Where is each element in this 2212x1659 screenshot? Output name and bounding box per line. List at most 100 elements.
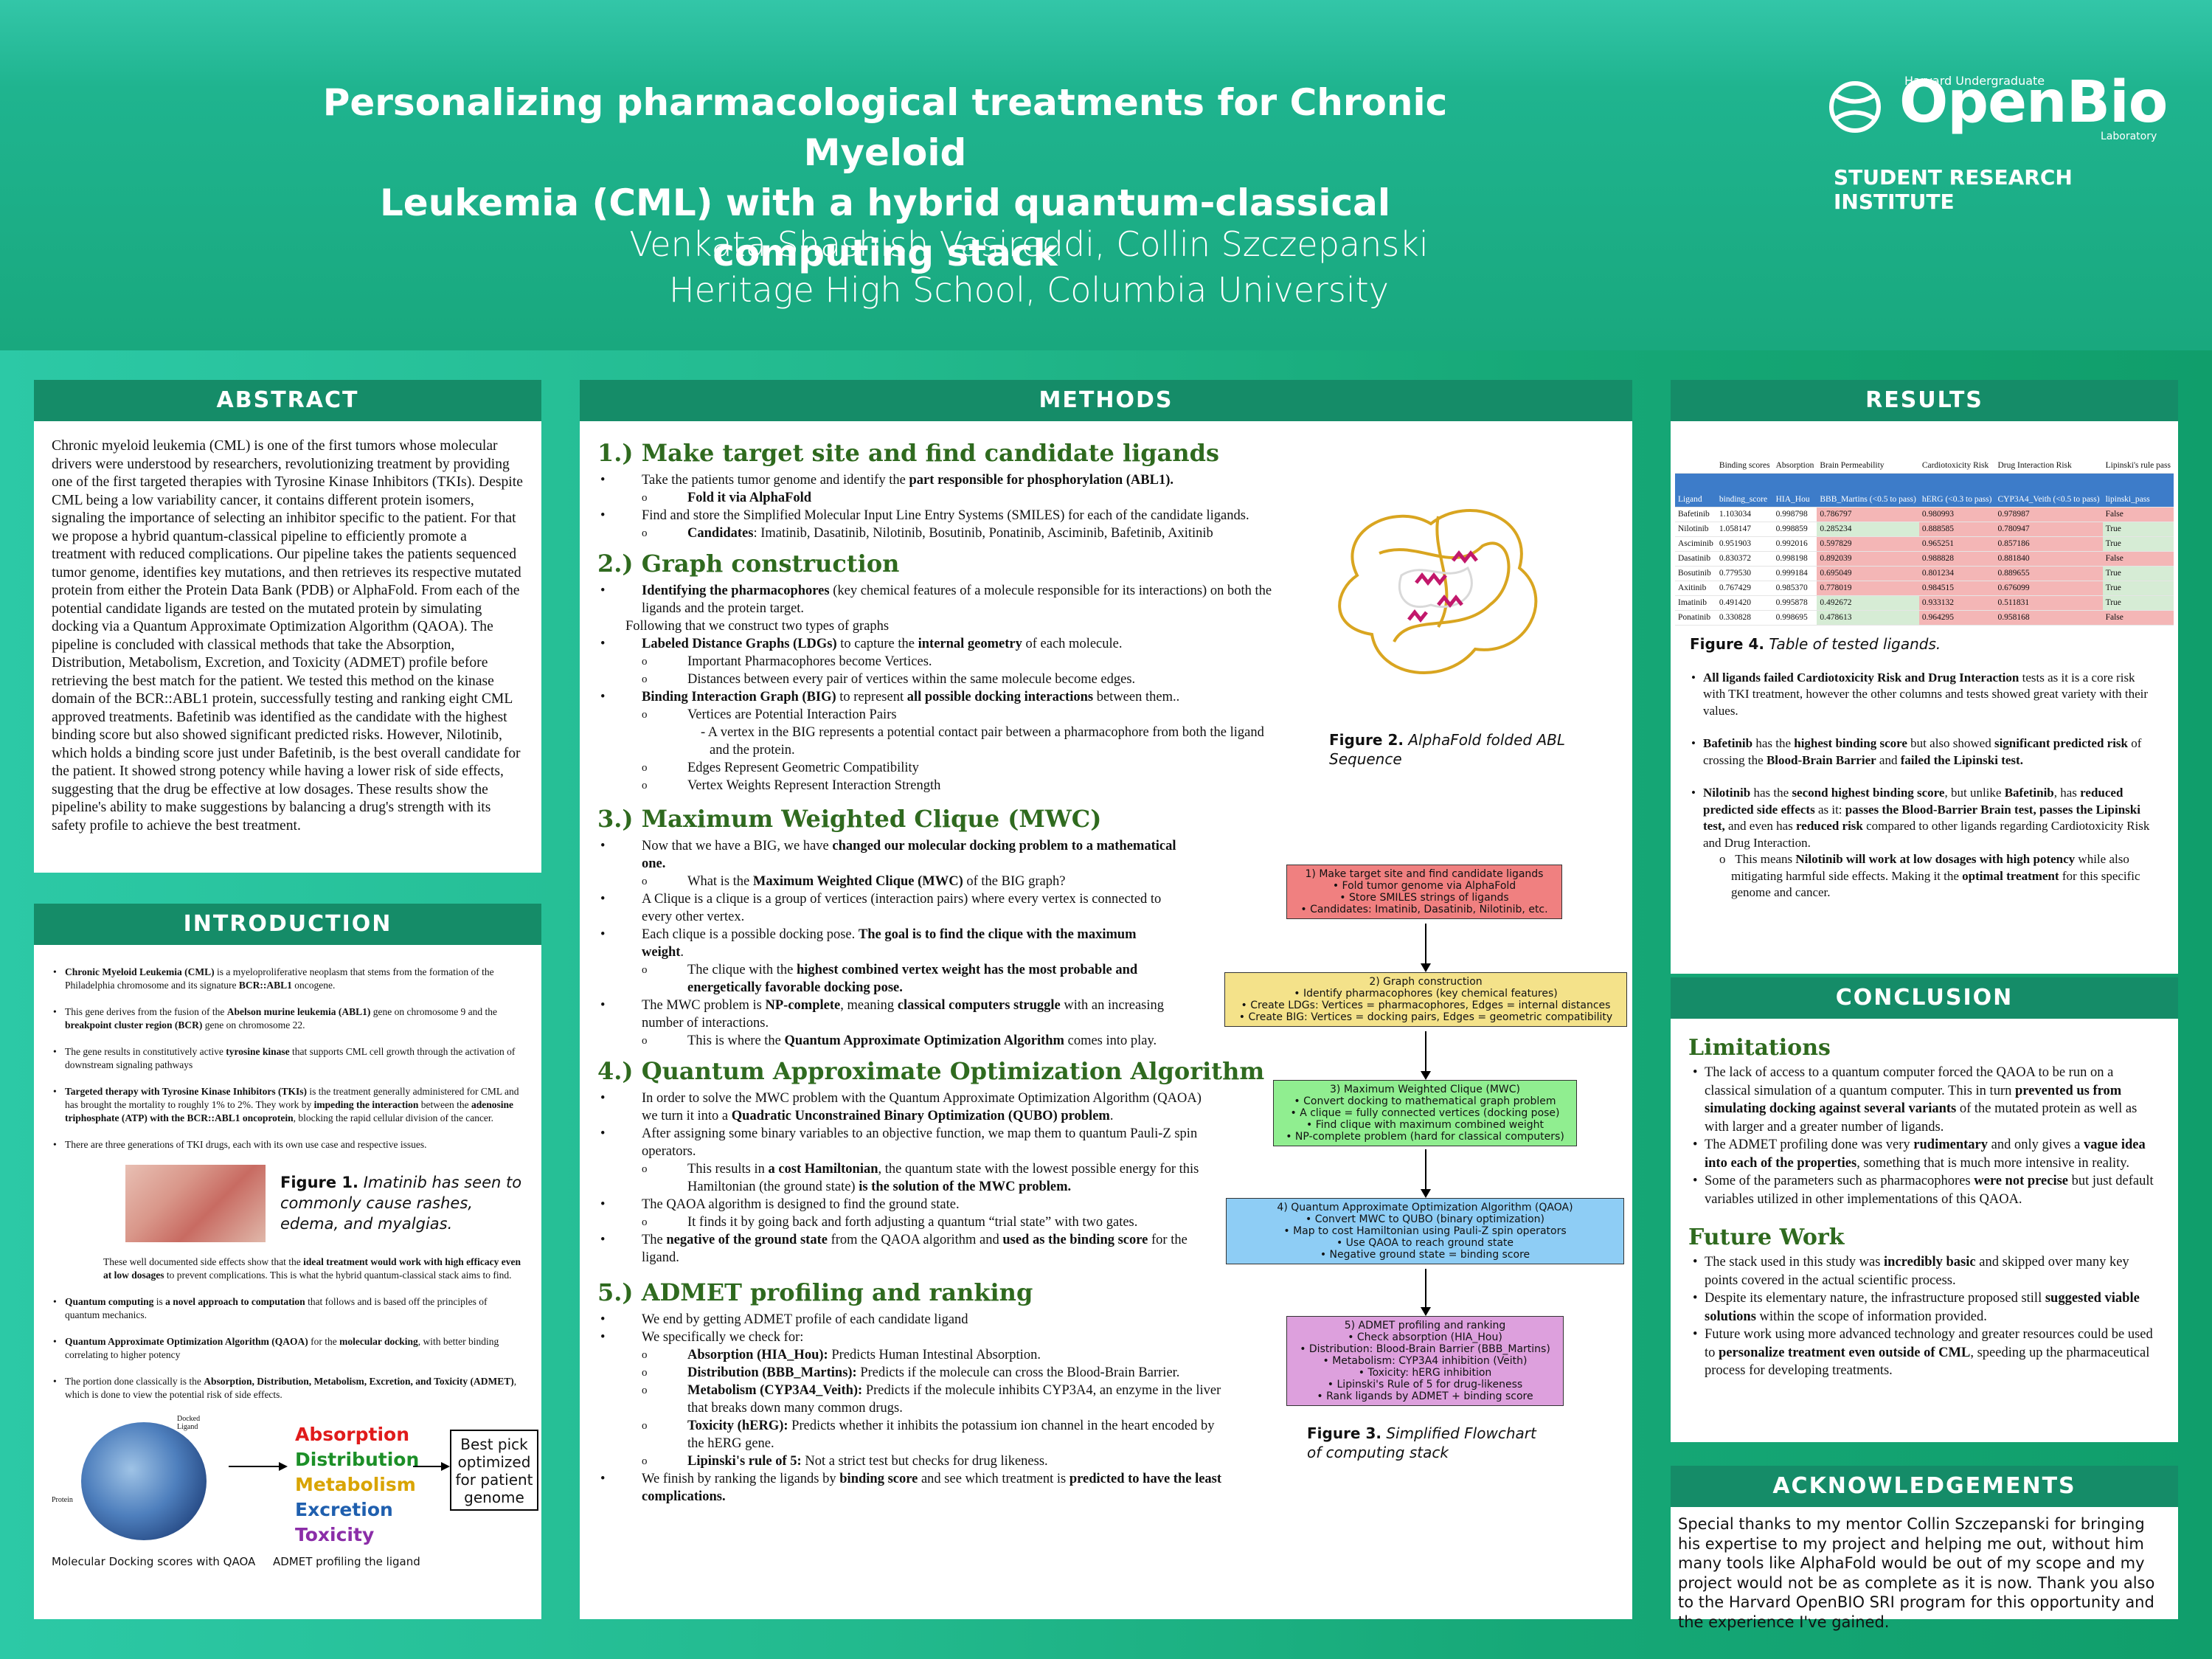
rash-photo	[125, 1165, 266, 1242]
table-cell: 0.511831	[1994, 595, 2103, 611]
table-cell: False	[2102, 551, 2174, 567]
method-sub-bullet: Vertex Weights Represent Interaction Str…	[597, 777, 1285, 794]
table-cell: 0.330828	[1716, 610, 1773, 626]
method-sub-bullet: Distances between every pair of vertices…	[597, 671, 1285, 688]
table-key-cell: Ligand	[1675, 473, 1716, 508]
table-cell: 0.892039	[1817, 551, 1919, 567]
flow-arrow-icon	[1421, 924, 1431, 972]
flowchart-line: • Metabolism: CYP3A4 inhibition (Veith)	[1322, 1355, 1528, 1367]
table-cell: 0.695049	[1817, 566, 1919, 581]
table-cell: Axitinib	[1675, 581, 1716, 596]
logo-lab-text: Laboratory	[2101, 131, 2157, 142]
conclusion-bullet: The ADMET profiling done was very rudime…	[1688, 1136, 2160, 1172]
arrow-icon	[413, 1462, 450, 1471]
conclusion-bullet: Future work using more advanced technolo…	[1688, 1326, 2160, 1380]
flowchart-line: • Create BIG: Vertices = docking pairs, …	[1238, 1011, 1613, 1023]
protein-label: Protein	[52, 1496, 73, 1504]
flowchart-line: 1) Make target site and find candidate l…	[1305, 868, 1544, 880]
table-cell: 0.984515	[1918, 581, 1995, 596]
table-key-cell: BBB_Martins (<0.5 to pass)	[1817, 473, 1919, 508]
table-cell: 0.965251	[1918, 536, 1995, 552]
intro-bullet: The portion done classically is the Abso…	[52, 1375, 524, 1402]
method-sub-bullet: Important Pharmacophores become Vertices…	[597, 653, 1285, 671]
method-sub-bullet: Edges Represent Geometric Compatibility	[597, 759, 1285, 777]
table-cell: 0.999184	[1772, 566, 1817, 581]
figure-1-caption: Figure 1. Imatinib has seen to commonly …	[280, 1174, 522, 1233]
logo-harvard-text: Harvard Undergraduate	[1904, 74, 2045, 88]
table-cell: True	[2102, 536, 2174, 552]
table-header-cell	[1675, 432, 1716, 474]
flowchart-step-4: 4) Quantum Approximate Optimization Algo…	[1226, 1198, 1624, 1264]
table-cell: Bafetinib	[1675, 507, 1716, 522]
flowchart-step-2: 2) Graph construction• Identify pharmaco…	[1224, 972, 1627, 1027]
table-cell: 0.778019	[1817, 581, 1919, 596]
method-sub-bullet: Distribution (BBB_Martins): Predicts if …	[597, 1364, 1232, 1382]
title-line-1: Personalizing pharmacological treatments…	[322, 81, 1448, 174]
table-cell: 0.964295	[1918, 610, 1995, 626]
admet-absorption: Absorption	[295, 1424, 410, 1445]
table-cell: 0.933132	[1918, 595, 1995, 611]
table-cell: 0.888585	[1918, 522, 1995, 537]
table-cell: 0.992016	[1772, 536, 1817, 552]
conclusion-heading: CONCLUSION	[1671, 977, 2178, 1019]
logo-sri-text: STUDENT RESEARCH INSTITUTE	[1834, 165, 2073, 214]
intro-bullet: Quantum Approximate Optimization Algorit…	[52, 1335, 524, 1362]
table-cell: True	[2102, 595, 2174, 611]
table-cell: 0.478613	[1817, 610, 1919, 626]
method-sub-bullet: Candidates: Imatinib, Dasatinib, Nilotin…	[597, 524, 1285, 542]
method-bullet: We specifically we check for:	[597, 1329, 1232, 1346]
docking-diagram: Docked Ligand Protein Absorption Distrib…	[52, 1415, 538, 1577]
method-sub-bullet: The clique with the highest combined ver…	[597, 961, 1180, 997]
section-1-title: 1.) Make target site and find candidate …	[597, 439, 1220, 467]
best-pick-box: Best pick optimized for patient genome	[450, 1430, 538, 1511]
abstract-panel: ABSTRACT Chronic myeloid leukemia (CML) …	[34, 380, 541, 873]
flow-arrow-icon	[1421, 1269, 1431, 1316]
flowchart-step-5: 5) ADMET profiling and ranking• Check ab…	[1286, 1316, 1564, 1406]
table-header-cell: Brain Permeability	[1817, 432, 1919, 474]
table-cell: 0.881840	[1994, 551, 2103, 567]
table-cell: 0.998198	[1772, 551, 1817, 567]
admet-excretion: Excretion	[295, 1499, 393, 1520]
docking-caption: Molecular Docking scores with QAOA	[52, 1555, 256, 1568]
flowchart-step-3: 3) Maximum Weighted Clique (MWC)• Conver…	[1273, 1080, 1577, 1146]
method-bullet: Each clique is a possible docking pose. …	[597, 926, 1180, 961]
table-cell: 0.978987	[1994, 507, 2103, 522]
table-header-cell: Lipinski's rule pass	[2102, 432, 2174, 474]
method-sub-bullet: Vertices are Potential Interaction Pairs	[597, 706, 1285, 724]
flowchart-line: • Convert MWC to QUBO (binary optimizati…	[1305, 1213, 1544, 1225]
method-sub-bullet: Lipinski's rule of 5: Not a strict test …	[597, 1452, 1232, 1470]
flowchart-line: • Lipinski's Rule of 5 for drug-likeness	[1327, 1379, 1523, 1390]
table-header-cell: Absorption	[1772, 432, 1817, 474]
poster-header: Personalizing pharmacological treatments…	[0, 0, 2212, 350]
table-cell: 0.676099	[1994, 581, 2103, 596]
table-cell: 0.491420	[1716, 595, 1773, 611]
limitations-title: Limitations	[1688, 1035, 1831, 1061]
flowchart-line: • Map to cost Hamiltonian using Pauli-Z …	[1283, 1225, 1567, 1237]
table-cell: Dasatinib	[1675, 551, 1716, 567]
flowchart-line: 4) Quantum Approximate Optimization Algo…	[1277, 1202, 1573, 1213]
introduction-panel: INTRODUCTION Chronic Myeloid Leukemia (C…	[34, 904, 541, 1619]
flow-arrow-icon	[1421, 1149, 1431, 1198]
flowchart-line: • Rank ligands by ADMET + binding score	[1317, 1390, 1533, 1402]
table-cell: 0.857186	[1994, 536, 2103, 552]
flowchart-line: • Identify pharmacophores (key chemical …	[1294, 988, 1558, 1000]
section-3-title: 3.) Maximum Weighted Clique (MWC)	[597, 805, 1102, 833]
flowchart-line: • A clique = fully connected vertices (d…	[1290, 1107, 1560, 1119]
table-cell: 1.058147	[1716, 522, 1773, 537]
method-bullet: Now that we have a BIG, we have changed …	[597, 837, 1180, 873]
table-cell: 0.285234	[1817, 522, 1919, 537]
arrow-icon	[229, 1462, 288, 1471]
acknowledgements-panel: ACKNOWLEDGEMENTS Special thanks to my me…	[1671, 1466, 2178, 1631]
conclusion-bullet: The stack used in this study was incredi…	[1688, 1253, 2160, 1289]
section-2-title: 2.) Graph construction	[597, 550, 900, 578]
method-sub-bullet: Fold it via AlphaFold	[597, 489, 1285, 507]
acknowledgements-heading: ACKNOWLEDGEMENTS	[1671, 1466, 2178, 1507]
table-cell: 0.998798	[1772, 507, 1817, 522]
table-cell: Bosutinib	[1675, 566, 1716, 581]
